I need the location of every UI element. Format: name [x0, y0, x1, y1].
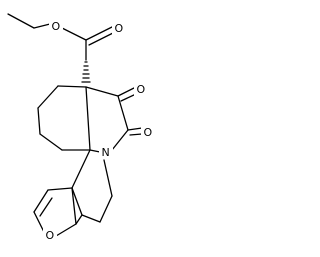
chemical-structure-diagram: O O O O N O — [7, 13, 153, 242]
bond-ethyl-ch2-o — [33, 23, 51, 29]
dione-lactam-ring — [85, 86, 143, 153]
bond-lactam-double-1 — [127, 127, 143, 131]
cyclohexane-ring — [37, 85, 91, 151]
bond-carbonyl-double-2 — [88, 32, 114, 46]
piperidine-ring — [71, 149, 113, 223]
lactam-oxygen-label: O — [144, 126, 153, 139]
lactam-nitrogen-label: N — [102, 146, 110, 159]
furan-oxygen-label: O — [46, 229, 55, 242]
ester-group — [61, 26, 114, 83]
ethyl-group — [7, 13, 51, 29]
bond-ketone-double-1 — [117, 87, 135, 97]
furan-ring — [33, 187, 83, 237]
upper-ketone-oxygen-label: O — [137, 83, 146, 96]
bond-ketone-double-2 — [120, 93, 137, 102]
ester-carbonyl-oxygen-label: O — [115, 22, 124, 35]
bond-lactam-double-2 — [129, 133, 143, 136]
bond-ethyl-ch3-ch2 — [7, 13, 35, 29]
ester-ether-oxygen-label: O — [52, 20, 61, 33]
bond-o-carbonyl-c — [61, 27, 87, 41]
hashed-wedge-bond — [81, 61, 91, 83]
bond-carbonyl-double-1 — [85, 26, 113, 41]
